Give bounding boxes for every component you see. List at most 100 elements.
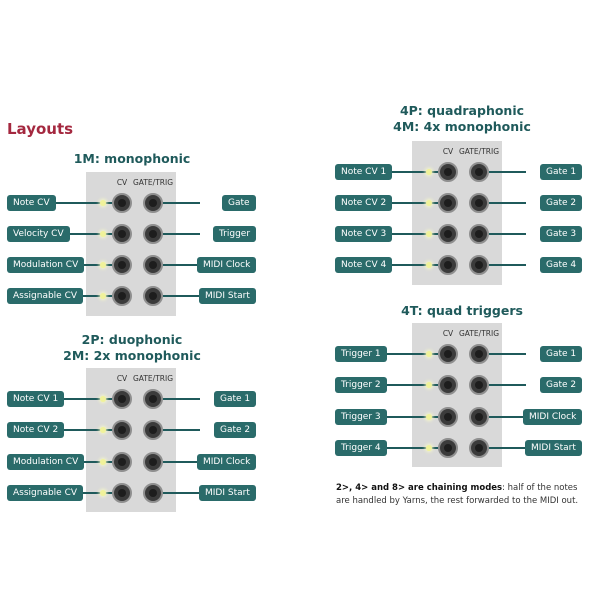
s1-cv-header: CV [116, 178, 128, 187]
s1-led [100, 262, 106, 268]
s3-right-label: Gate 1 [540, 164, 583, 180]
s4-right-label: Gate 2 [540, 377, 583, 393]
s4-left-label: Trigger 2 [335, 377, 387, 393]
s1-left-label: Assignable CV [7, 288, 84, 304]
s1-gate-jack [143, 193, 163, 213]
s1-left-label: Velocity CV [7, 226, 70, 242]
section-4p-title-line2: 4M: 4x monophonic [393, 119, 531, 134]
s4-led [426, 351, 432, 357]
s2-cv-jack [112, 420, 132, 440]
s1-led [100, 231, 106, 237]
chaining-note: 2>, 4> and 8> are chaining modes: half o… [336, 482, 586, 508]
section-2p-title-line2: 2M: 2x monophonic [63, 348, 201, 363]
s4-cv-header: CV [442, 329, 454, 338]
s4-gate-jack [469, 375, 489, 395]
s3-cv-jack [438, 255, 458, 275]
s3-right-label: Gate 2 [540, 195, 583, 211]
s4-cv-jack [438, 407, 458, 427]
s4-left-wire [375, 384, 438, 386]
s3-left-wire [375, 202, 438, 204]
s2-led [100, 396, 106, 402]
s3-right-wire [489, 264, 526, 266]
s1-gate-jack [143, 255, 163, 275]
s2-right-label: Gate 2 [214, 422, 257, 438]
s1-cv-jack [112, 255, 132, 275]
section-4t-title: 4T: quad triggers [332, 303, 592, 319]
s4-gate-jack [469, 407, 489, 427]
s2-left-label: Note CV 2 [7, 422, 65, 438]
s3-left-label: Note CV 4 [335, 257, 393, 273]
s3-cv-jack [438, 193, 458, 213]
s1-led [100, 200, 106, 206]
s3-gate-jack [469, 193, 489, 213]
s1-right-label: MIDI Start [199, 288, 256, 304]
s1-right-label: MIDI Clock [197, 257, 257, 273]
s4-left-wire [375, 353, 438, 355]
section-4p-title: 4P: quadraphonic 4M: 4x monophonic [332, 103, 592, 135]
s2-cv-jack [112, 452, 132, 472]
s2-left-wire [47, 398, 112, 400]
s2-right-label: Gate 1 [214, 391, 257, 407]
section-2p-title: 2P: duophonic 2M: 2x monophonic [2, 332, 262, 364]
s3-led [426, 169, 432, 175]
s3-gate-jack [469, 255, 489, 275]
s2-right-wire [163, 429, 200, 431]
s1-left-wire [47, 233, 112, 235]
s2-left-label: Note CV 1 [7, 391, 65, 407]
s4-cv-jack [438, 375, 458, 395]
s2-gate-jack [143, 389, 163, 409]
s4-right-label: MIDI Start [525, 440, 582, 456]
s4-left-label: Trigger 3 [335, 409, 387, 425]
s2-led [100, 490, 106, 496]
section-4p-title-line1: 4P: quadraphonic [399, 103, 525, 118]
s2-led [100, 459, 106, 465]
s1-right-wire [163, 264, 200, 266]
s2-cv-header: CV [116, 374, 128, 383]
s4-right-wire [489, 384, 526, 386]
s1-right-wire [163, 202, 200, 204]
s1-right-wire [163, 295, 200, 297]
s4-gate-header: GATE/TRIG [458, 329, 500, 338]
s1-gate-jack [143, 224, 163, 244]
s2-left-label: Assignable CV [7, 485, 84, 501]
s4-right-wire [489, 416, 526, 418]
s2-gate-jack [143, 483, 163, 503]
s2-cv-jack [112, 483, 132, 503]
s3-cv-jack [438, 162, 458, 182]
s4-cv-jack [438, 438, 458, 458]
s3-left-wire [375, 264, 438, 266]
s4-led [426, 414, 432, 420]
s4-left-label: Trigger 1 [335, 346, 387, 362]
section-4t-title-line1: 4T: quad triggers [401, 303, 523, 318]
s3-right-label: Gate 4 [540, 257, 583, 273]
s3-right-wire [489, 233, 526, 235]
s4-right-wire [489, 353, 526, 355]
section-2p-title-line1: 2P: duophonic [81, 332, 183, 347]
s3-cv-header: CV [442, 147, 454, 156]
s4-left-wire [375, 447, 438, 449]
s3-left-wire [375, 171, 438, 173]
s2-left-wire [47, 429, 112, 431]
s3-led [426, 231, 432, 237]
s1-led [100, 293, 106, 299]
s2-right-wire [163, 492, 200, 494]
s2-cv-jack [112, 389, 132, 409]
s4-led [426, 445, 432, 451]
s3-left-wire [375, 233, 438, 235]
page-title: Layouts [7, 120, 74, 138]
s3-gate-jack [469, 224, 489, 244]
s2-right-label: MIDI Start [199, 485, 256, 501]
s2-right-label: MIDI Clock [197, 454, 257, 470]
s3-right-wire [489, 202, 526, 204]
s1-cv-jack [112, 193, 132, 213]
s4-left-label: Trigger 4 [335, 440, 387, 456]
s4-left-wire [375, 416, 438, 418]
s4-cv-jack [438, 344, 458, 364]
s3-led [426, 262, 432, 268]
s3-gate-header: GATE/TRIG [458, 147, 500, 156]
s2-right-wire [163, 461, 200, 463]
s4-led [426, 382, 432, 388]
s4-gate-jack [469, 344, 489, 364]
s1-cv-jack [112, 286, 132, 306]
s2-led [100, 427, 106, 433]
